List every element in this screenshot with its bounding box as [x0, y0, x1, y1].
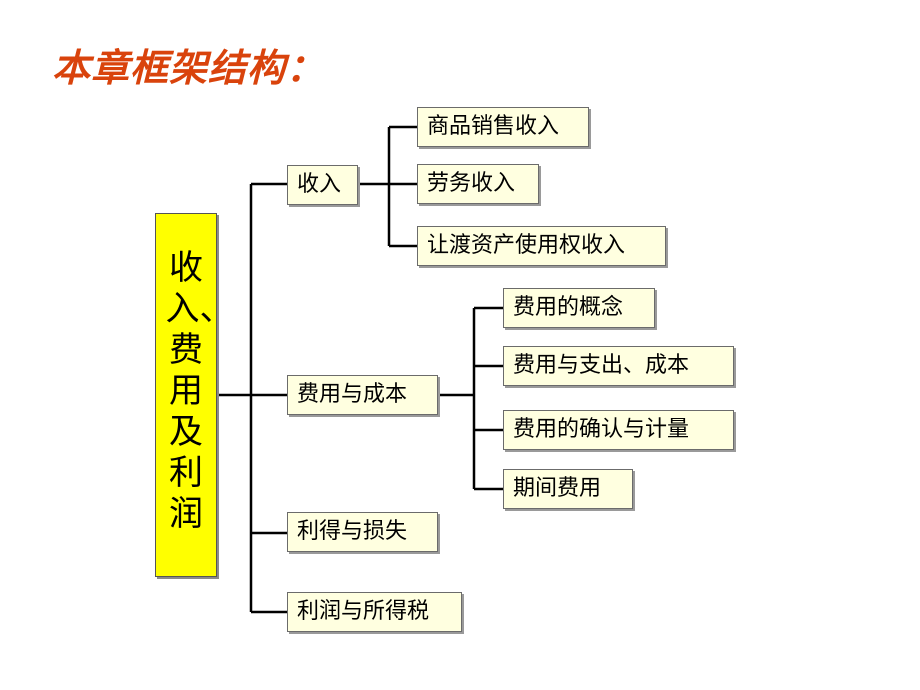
- node-expense-recognition-measurement: 费用的确认与计量: [503, 410, 734, 450]
- root-label: 收入、费用及利润: [165, 248, 217, 534]
- node-income: 收入: [287, 165, 358, 205]
- node-gain-loss: 利得与损失: [287, 512, 438, 552]
- node-service-income: 劳务收入: [417, 164, 539, 204]
- root-node: 收入、费用及利润: [155, 213, 217, 577]
- node-expense-cost: 费用与成本: [287, 375, 438, 415]
- page-title: 本章框架结构：: [52, 45, 326, 90]
- node-profit-tax: 利润与所得税: [287, 592, 462, 632]
- node-period-expense: 期间费用: [503, 469, 633, 509]
- node-expense-expenditure-cost: 费用与支出、成本: [503, 346, 734, 386]
- node-asset-use-right-income: 让渡资产使用权收入: [417, 226, 666, 266]
- node-expense-concept: 费用的概念: [503, 288, 655, 328]
- node-goods-sales-income: 商品销售收入: [417, 107, 589, 147]
